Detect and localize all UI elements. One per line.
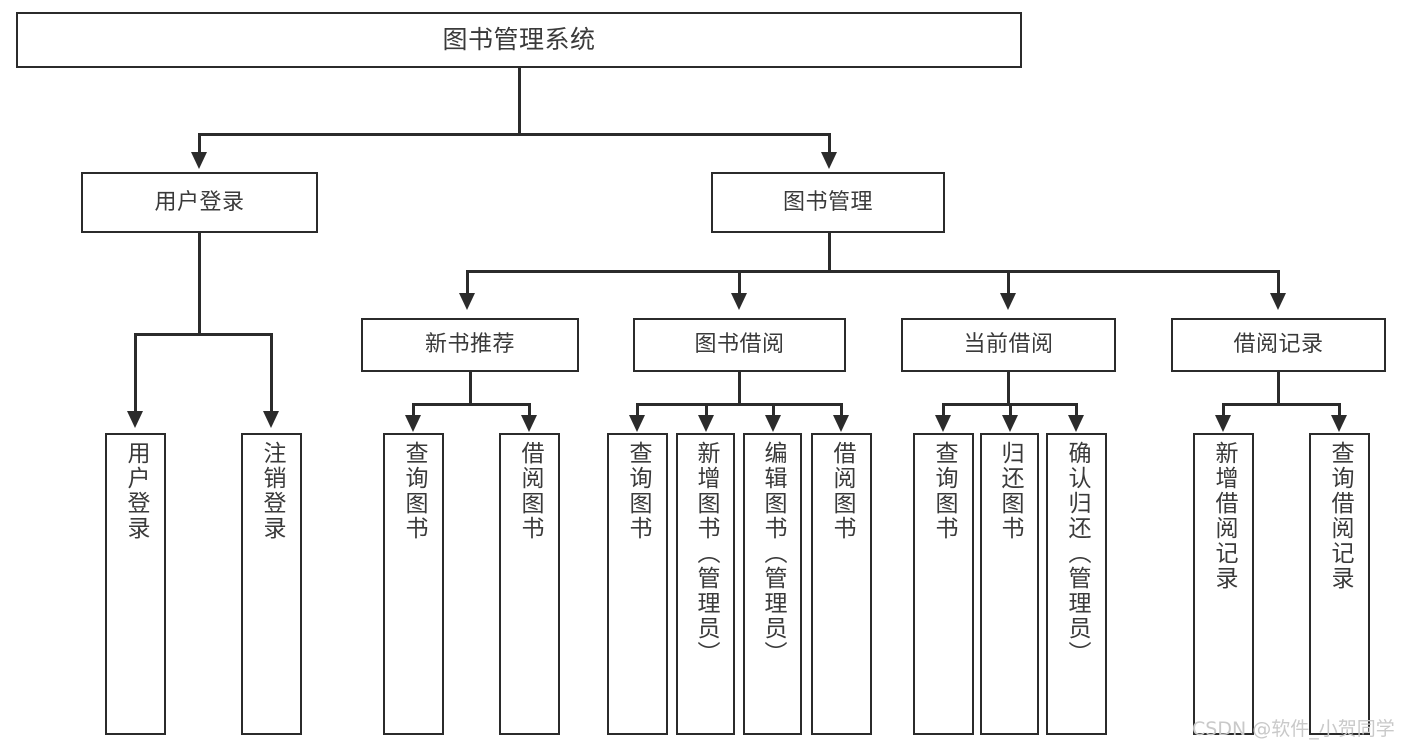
node-label: 查询图书 bbox=[401, 441, 427, 541]
arrow-to-borrow-leaf-3 bbox=[765, 415, 781, 432]
node-new-book-recommend[interactable]: 新书推荐 bbox=[361, 318, 579, 372]
connector-user-login-drop-1 bbox=[134, 333, 137, 413]
connector-record-drop-1 bbox=[1222, 403, 1225, 417]
arrow-to-borrow-leaf-2 bbox=[698, 415, 714, 432]
node-label: 图书借阅 bbox=[694, 332, 785, 358]
leaf-borrow-edit-book-admin[interactable]: 编辑图书（管理员） bbox=[743, 433, 802, 735]
node-book-borrow[interactable]: 图书借阅 bbox=[633, 318, 846, 372]
arrow-to-borrow-leaf-4 bbox=[833, 415, 849, 432]
connector-borrow-drop-1 bbox=[636, 403, 639, 417]
node-root-system[interactable]: 图书管理系统 bbox=[16, 12, 1022, 68]
connector-user-login-drop-2 bbox=[270, 333, 273, 413]
arrow-to-current-leaf-1 bbox=[935, 415, 951, 432]
node-label: 图书管理 bbox=[782, 189, 873, 215]
node-borrow-record[interactable]: 借阅记录 bbox=[1171, 318, 1386, 372]
node-label: 借阅图书 bbox=[517, 441, 543, 541]
connector-borrow-stem bbox=[738, 372, 741, 405]
node-label: 图书管理系统 bbox=[442, 25, 596, 55]
arrow-to-book-borrow bbox=[731, 293, 747, 310]
leaf-current-return-book[interactable]: 归还图书 bbox=[980, 433, 1039, 735]
arrow-to-new-book-recommend bbox=[459, 293, 475, 310]
node-label: 查询图书 bbox=[625, 441, 651, 541]
leaf-record-query-record[interactable]: 查询借阅记录 bbox=[1309, 433, 1370, 735]
connector-recommend-drop-2 bbox=[528, 403, 531, 417]
connector-level2-drop-1 bbox=[466, 270, 469, 295]
node-label: 查询借阅记录 bbox=[1327, 441, 1353, 591]
arrow-to-current-leaf-3 bbox=[1068, 415, 1084, 432]
node-label: 用户登录 bbox=[123, 441, 149, 541]
node-label: 用户登录 bbox=[154, 189, 245, 215]
arrow-to-record-leaf-1 bbox=[1215, 415, 1231, 432]
connector-current-drop-3 bbox=[1075, 403, 1078, 417]
arrow-to-current-leaf-2 bbox=[1002, 415, 1018, 432]
connector-level2-drop-4 bbox=[1277, 270, 1280, 295]
arrow-to-current-borrow bbox=[1000, 293, 1016, 310]
connector-record-stem bbox=[1277, 372, 1280, 405]
connector-user-login-bus bbox=[134, 333, 270, 336]
arrow-to-user-login bbox=[191, 152, 207, 169]
connector-borrow-drop-3 bbox=[772, 403, 775, 417]
connector-recommend-bus bbox=[412, 403, 531, 406]
leaf-current-confirm-return-admin[interactable]: 确认归还（管理员） bbox=[1046, 433, 1107, 735]
node-user-login[interactable]: 用户登录 bbox=[81, 172, 318, 233]
connector-recommend-stem bbox=[469, 372, 472, 405]
node-label: 注销登录 bbox=[259, 441, 285, 541]
node-label: 当前借阅 bbox=[963, 332, 1054, 358]
arrow-to-borrow-record bbox=[1270, 293, 1286, 310]
connector-record-drop-2 bbox=[1338, 403, 1341, 417]
arrow-to-record-leaf-2 bbox=[1331, 415, 1347, 432]
arrow-to-book-management bbox=[821, 152, 837, 169]
node-label: 新书推荐 bbox=[424, 332, 515, 358]
leaf-recommend-borrow-book[interactable]: 借阅图书 bbox=[499, 433, 560, 735]
connector-level2-drop-3 bbox=[1007, 270, 1010, 295]
leaf-recommend-query-book[interactable]: 查询图书 bbox=[383, 433, 444, 735]
leaf-logout[interactable]: 注销登录 bbox=[241, 433, 302, 735]
node-current-borrow[interactable]: 当前借阅 bbox=[901, 318, 1116, 372]
leaf-record-add-record[interactable]: 新增借阅记录 bbox=[1193, 433, 1254, 735]
connector-level2-bus bbox=[466, 270, 1280, 273]
connector-borrow-bus bbox=[636, 403, 843, 406]
connector-level1-right-drop bbox=[828, 133, 831, 155]
connector-borrow-drop-4 bbox=[840, 403, 843, 417]
node-book-management[interactable]: 图书管理 bbox=[711, 172, 945, 233]
connector-current-drop-2 bbox=[1009, 403, 1012, 417]
connector-root-stem bbox=[518, 68, 521, 135]
leaf-borrow-query-book[interactable]: 查询图书 bbox=[607, 433, 668, 735]
arrow-to-recommend-leaf-2 bbox=[521, 415, 537, 432]
connector-book-management-stem bbox=[828, 233, 831, 273]
arrow-to-leaf-logout bbox=[263, 411, 279, 428]
connector-current-drop-1 bbox=[942, 403, 945, 417]
connector-record-bus bbox=[1222, 403, 1341, 406]
arrow-to-borrow-leaf-1 bbox=[629, 415, 645, 432]
node-label: 确认归还（管理员） bbox=[1064, 441, 1090, 666]
connector-level1-left-drop bbox=[198, 133, 201, 155]
connector-current-stem bbox=[1007, 372, 1010, 405]
node-label: 编辑图书（管理员） bbox=[760, 441, 786, 666]
arrow-to-recommend-leaf-1 bbox=[405, 415, 421, 432]
node-label: 新增图书（管理员） bbox=[693, 441, 719, 666]
connector-level2-drop-2 bbox=[738, 270, 741, 295]
connector-recommend-drop-1 bbox=[412, 403, 415, 417]
arrow-to-leaf-user-login bbox=[127, 411, 143, 428]
node-label: 新增借阅记录 bbox=[1211, 441, 1237, 591]
connector-user-login-stem bbox=[198, 233, 201, 335]
leaf-user-login[interactable]: 用户登录 bbox=[105, 433, 166, 735]
node-label: 借阅图书 bbox=[829, 441, 855, 541]
node-label: 查询图书 bbox=[931, 441, 957, 541]
leaf-borrow-borrow-book[interactable]: 借阅图书 bbox=[811, 433, 872, 735]
leaf-current-query-book[interactable]: 查询图书 bbox=[913, 433, 974, 735]
connector-level1-bus bbox=[198, 133, 831, 136]
connector-borrow-drop-2 bbox=[705, 403, 708, 417]
node-label: 借阅记录 bbox=[1233, 332, 1324, 358]
node-label: 归还图书 bbox=[997, 441, 1023, 541]
leaf-borrow-add-book-admin[interactable]: 新增图书（管理员） bbox=[676, 433, 735, 735]
